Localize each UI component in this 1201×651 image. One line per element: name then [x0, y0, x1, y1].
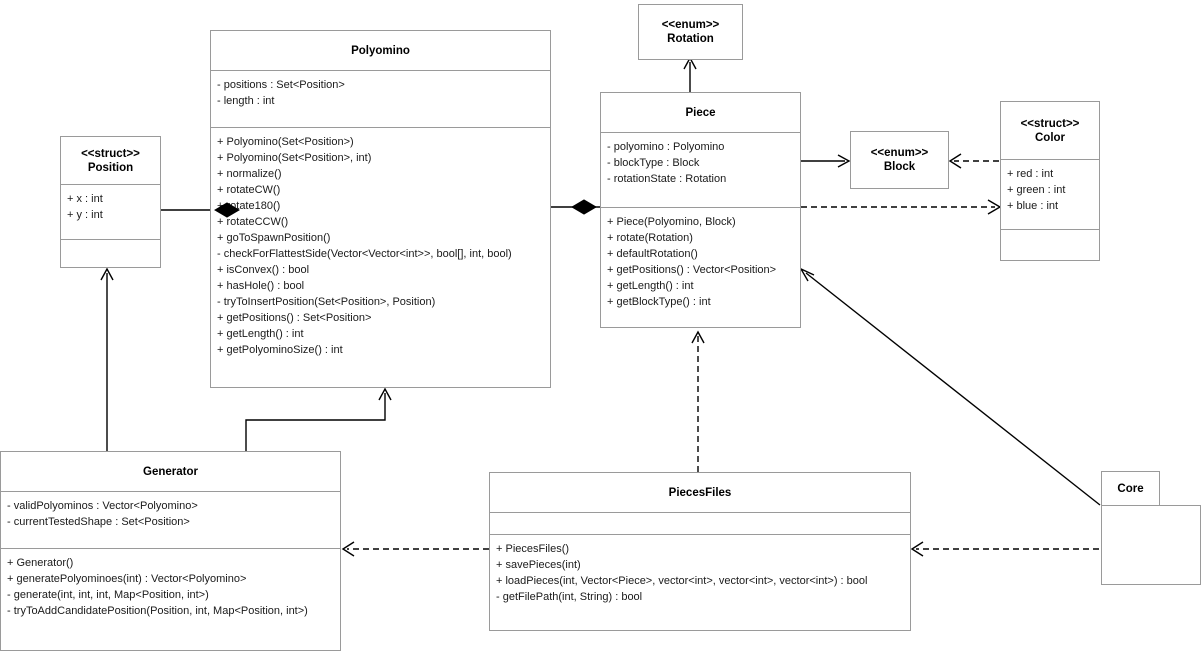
attribute-row: - length : int: [217, 95, 275, 107]
methods-compartment: + PiecesFiles() + savePieces(int) + load…: [490, 535, 910, 630]
stereotype-struct: <<struct>>: [81, 147, 140, 160]
class-box-piecesfiles[interactable]: PiecesFiles + PiecesFiles() + savePieces…: [489, 472, 911, 631]
attributes-compartment: - polyomino : Polyomino - blockType : Bl…: [601, 133, 800, 208]
method-row: + defaultRotation(): [607, 248, 698, 260]
method-row: + savePieces(int): [496, 559, 581, 571]
class-title-generator: Generator: [1, 452, 340, 492]
method-row: + goToSpawnPosition(): [217, 232, 331, 244]
attributes-compartment: - validPolyominos : Vector<Polyomino> - …: [1, 492, 340, 549]
method-row: - tryToAddCandidatePosition(Position, in…: [7, 605, 308, 617]
attributes-compartment: + red : int + green : int + blue : int: [1001, 160, 1099, 230]
stereotype-enum: <<enum>>: [870, 147, 929, 159]
attributes-compartment: + x : int + y : int: [61, 185, 160, 240]
method-row: + rotateCCW(): [217, 216, 289, 228]
attributes-compartment: [490, 513, 910, 535]
class-title-piece: Piece: [601, 93, 800, 133]
attribute-row: + green : int: [1007, 184, 1066, 196]
class-name: Position: [87, 161, 134, 174]
method-row: + getPolyominoSize() : int: [217, 344, 343, 356]
methods-compartment: + Polyomino(Set<Position>) + Polyomino(S…: [211, 128, 550, 387]
composition-diamond-piece: [571, 199, 597, 215]
attribute-row: - polyomino : Polyomino: [607, 141, 725, 153]
attribute-row: - positions : Set<Position>: [217, 79, 345, 91]
methods-compartment: [1001, 230, 1099, 260]
class-name: Core: [1117, 483, 1144, 495]
method-row: + Piece(Polyomino, Block): [607, 216, 736, 228]
class-box-core-body[interactable]: [1101, 505, 1201, 585]
class-box-piece[interactable]: Piece - polyomino : Polyomino - blockTyp…: [600, 92, 801, 328]
class-title-polyomino: Polyomino: [211, 31, 550, 71]
method-row: - getFilePath(int, String) : bool: [496, 591, 643, 603]
attribute-row: - currentTestedShape : Set<Position>: [7, 516, 190, 528]
class-name: Generator: [143, 465, 198, 478]
stereotype-struct: <<struct>>: [1020, 117, 1080, 130]
class-title-core: Core: [1102, 472, 1159, 506]
method-row: + getPositions() : Set<Position>: [217, 312, 372, 324]
method-row: + Polyomino(Set<Position>, int): [217, 152, 372, 164]
class-name: Color: [1034, 131, 1066, 144]
method-row: + Polyomino(Set<Position>): [217, 136, 354, 148]
class-title-block: <<enum>> Block: [851, 132, 948, 188]
method-row: + getLength() : int: [607, 280, 694, 292]
method-row: + isConvex() : bool: [217, 264, 310, 276]
class-box-block[interactable]: <<enum>> Block: [850, 131, 949, 189]
class-box-position[interactable]: <<struct>> Position + x : int + y : int: [60, 136, 161, 268]
class-name: Polyomino: [351, 44, 410, 57]
attribute-row: + blue : int: [1007, 200, 1059, 212]
method-row: + rotateCW(): [217, 184, 281, 196]
class-box-rotation[interactable]: <<enum>> Rotation: [638, 4, 743, 60]
attribute-row: + red : int: [1007, 168, 1054, 180]
attribute-row: - rotationState : Rotation: [607, 173, 727, 185]
class-box-generator[interactable]: Generator - validPolyominos : Vector<Pol…: [0, 451, 341, 651]
method-row: + normalize(): [217, 168, 282, 180]
method-row: - generate(int, int, int, Map<Position, …: [7, 589, 209, 601]
edge-generator-polyomino: [245, 393, 386, 451]
methods-compartment: + Piece(Polyomino, Block) + rotate(Rotat…: [601, 208, 800, 327]
attribute-row: + x : int: [67, 193, 103, 205]
method-row: + generatePolyominoes(int) : Vector<Poly…: [7, 573, 247, 585]
method-row: + rotate180(): [217, 200, 281, 212]
class-name: PiecesFiles: [668, 486, 732, 499]
edge-core-piece: [805, 272, 1101, 506]
class-box-color[interactable]: <<struct>> Color + red : int + green : i…: [1000, 101, 1100, 261]
method-row: + PiecesFiles(): [496, 543, 570, 555]
method-row: + hasHole() : bool: [217, 280, 305, 292]
method-row: + rotate(Rotation): [607, 232, 693, 244]
method-row: + loadPieces(int, Vector<Piece>, vector<…: [496, 575, 868, 587]
methods-compartment: + Generator() + generatePolyominoes(int)…: [1, 549, 340, 650]
class-title-rotation: <<enum>> Rotation: [639, 5, 742, 59]
method-row: + Generator(): [7, 557, 74, 569]
class-name: Block: [883, 161, 916, 173]
class-name: Piece: [685, 106, 716, 119]
class-name: Rotation: [667, 33, 714, 45]
attribute-row: + y : int: [67, 209, 103, 221]
method-row: - tryToInsertPosition(Set<Position>, Pos…: [217, 296, 436, 308]
method-row: - checkForFlattestSide(Vector<Vector<int…: [217, 248, 512, 260]
method-row: + getBlockType() : int: [607, 296, 711, 308]
method-row: + getLength() : int: [217, 328, 304, 340]
stereotype-enum: <<enum>>: [661, 19, 720, 31]
class-title-position: <<struct>> Position: [61, 137, 160, 185]
method-row: + getPositions() : Vector<Position>: [607, 264, 777, 276]
class-title-piecesfiles: PiecesFiles: [490, 473, 910, 513]
attribute-row: - validPolyominos : Vector<Polyomino>: [7, 500, 198, 512]
attribute-row: - blockType : Block: [607, 157, 700, 169]
class-box-core-tab[interactable]: Core: [1101, 471, 1160, 506]
attributes-compartment: - positions : Set<Position> - length : i…: [211, 71, 550, 128]
class-box-polyomino[interactable]: Polyomino - positions : Set<Position> - …: [210, 30, 551, 388]
class-title-color: <<struct>> Color: [1001, 102, 1099, 160]
methods-compartment: [61, 240, 160, 267]
